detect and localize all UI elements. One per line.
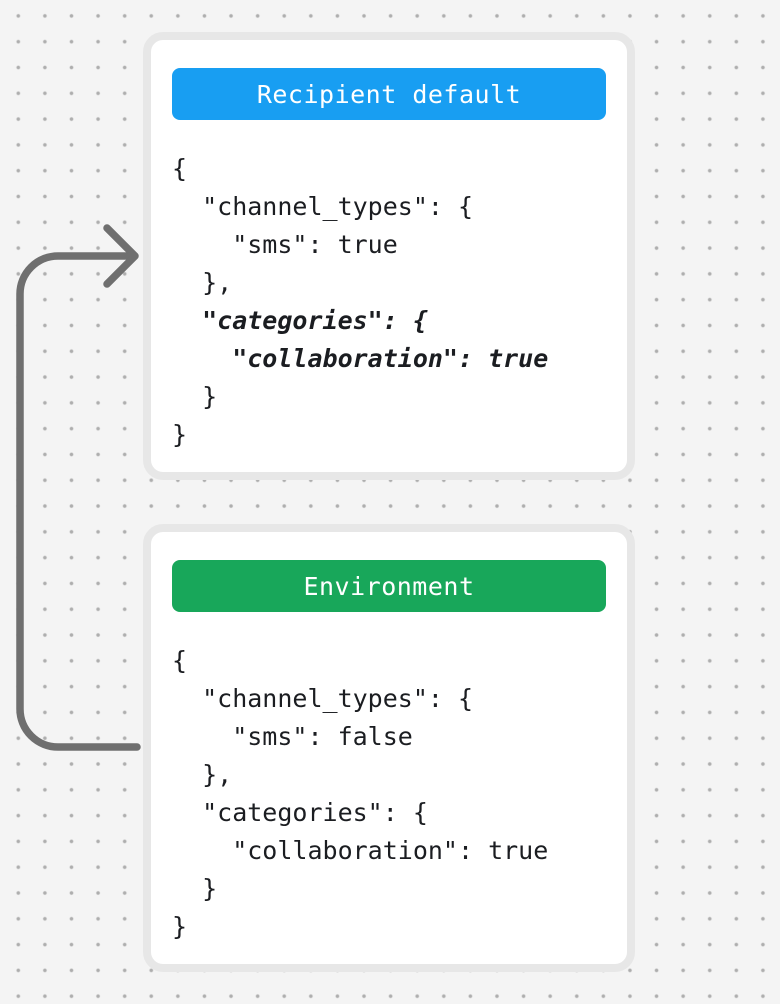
recipient-default-title: Recipient default xyxy=(256,79,522,109)
flow-arrow-head xyxy=(103,224,139,288)
code-line: "sms": false xyxy=(172,722,413,751)
code-line: } xyxy=(172,874,218,903)
code-line: "sms": true xyxy=(172,230,398,259)
flow-arrow-path xyxy=(16,252,141,751)
code-line: { xyxy=(172,646,188,675)
recipient-default-code-block: { "channel_types": { "sms": true }, "cat… xyxy=(172,150,606,454)
environment-code-block: { "channel_types": { "sms": false }, "ca… xyxy=(172,642,606,946)
code-line: { xyxy=(172,154,188,183)
code-line: } xyxy=(172,382,218,411)
environment-card: Environment { "channel_types": { "sms": … xyxy=(143,524,635,972)
code-line: "channel_types": { xyxy=(172,684,474,713)
code-line: } xyxy=(172,420,188,449)
recipient-default-header-badge: Recipient default xyxy=(172,68,606,120)
code-line: "collaboration": true xyxy=(172,836,549,865)
environment-title: Environment xyxy=(303,571,475,601)
code-line: "categories": { xyxy=(172,306,428,335)
environment-header-badge: Environment xyxy=(172,560,606,612)
code-line: "channel_types": { xyxy=(172,192,474,221)
code-line: }, xyxy=(172,268,233,297)
code-line: "collaboration": true xyxy=(172,344,549,373)
code-line: "categories": { xyxy=(172,798,428,827)
code-line: }, xyxy=(172,760,233,789)
code-line: } xyxy=(172,912,188,941)
recipient-default-card: Recipient default { "channel_types": { "… xyxy=(143,32,635,480)
